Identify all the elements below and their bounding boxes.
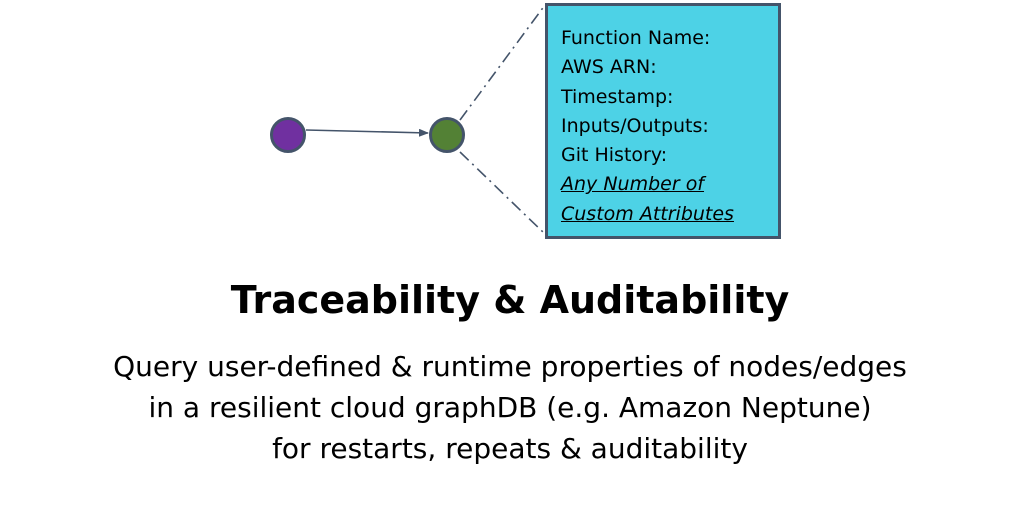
custom-attributes-line-1: Any Number of: [561, 173, 705, 196]
leader-line-top: [459, 4, 546, 121]
node-properties-callout: Function Name: AWS ARN: Timestamp: Input…: [545, 3, 781, 239]
slide-title: Traceability & Auditability: [230, 278, 790, 322]
custom-attributes-line-2: Custom Attributes: [561, 202, 734, 225]
git-history-field: Git History:: [561, 144, 668, 167]
function-name-field: Function Name:: [561, 27, 711, 49]
subtitle-line-3: for restarts, repeats & auditability: [272, 432, 748, 465]
subtitle-line-1: Query user-defined & runtime properties …: [113, 350, 907, 383]
source-node: [270, 117, 306, 153]
target-node: [429, 117, 465, 153]
subtitle-line-2: in a resilient cloud graphDB (e.g. Amazo…: [148, 391, 872, 424]
timestamp-field: Timestamp:: [561, 85, 674, 108]
inputs-outputs-field: Inputs/Outputs:: [561, 114, 709, 137]
leader-line-bottom: [459, 151, 546, 235]
aws-arn-field: AWS ARN:: [561, 56, 657, 79]
slide-subtitle: Query user-defined & runtime properties …: [0, 346, 1020, 469]
graph-edge-arrow: [305, 128, 429, 137]
